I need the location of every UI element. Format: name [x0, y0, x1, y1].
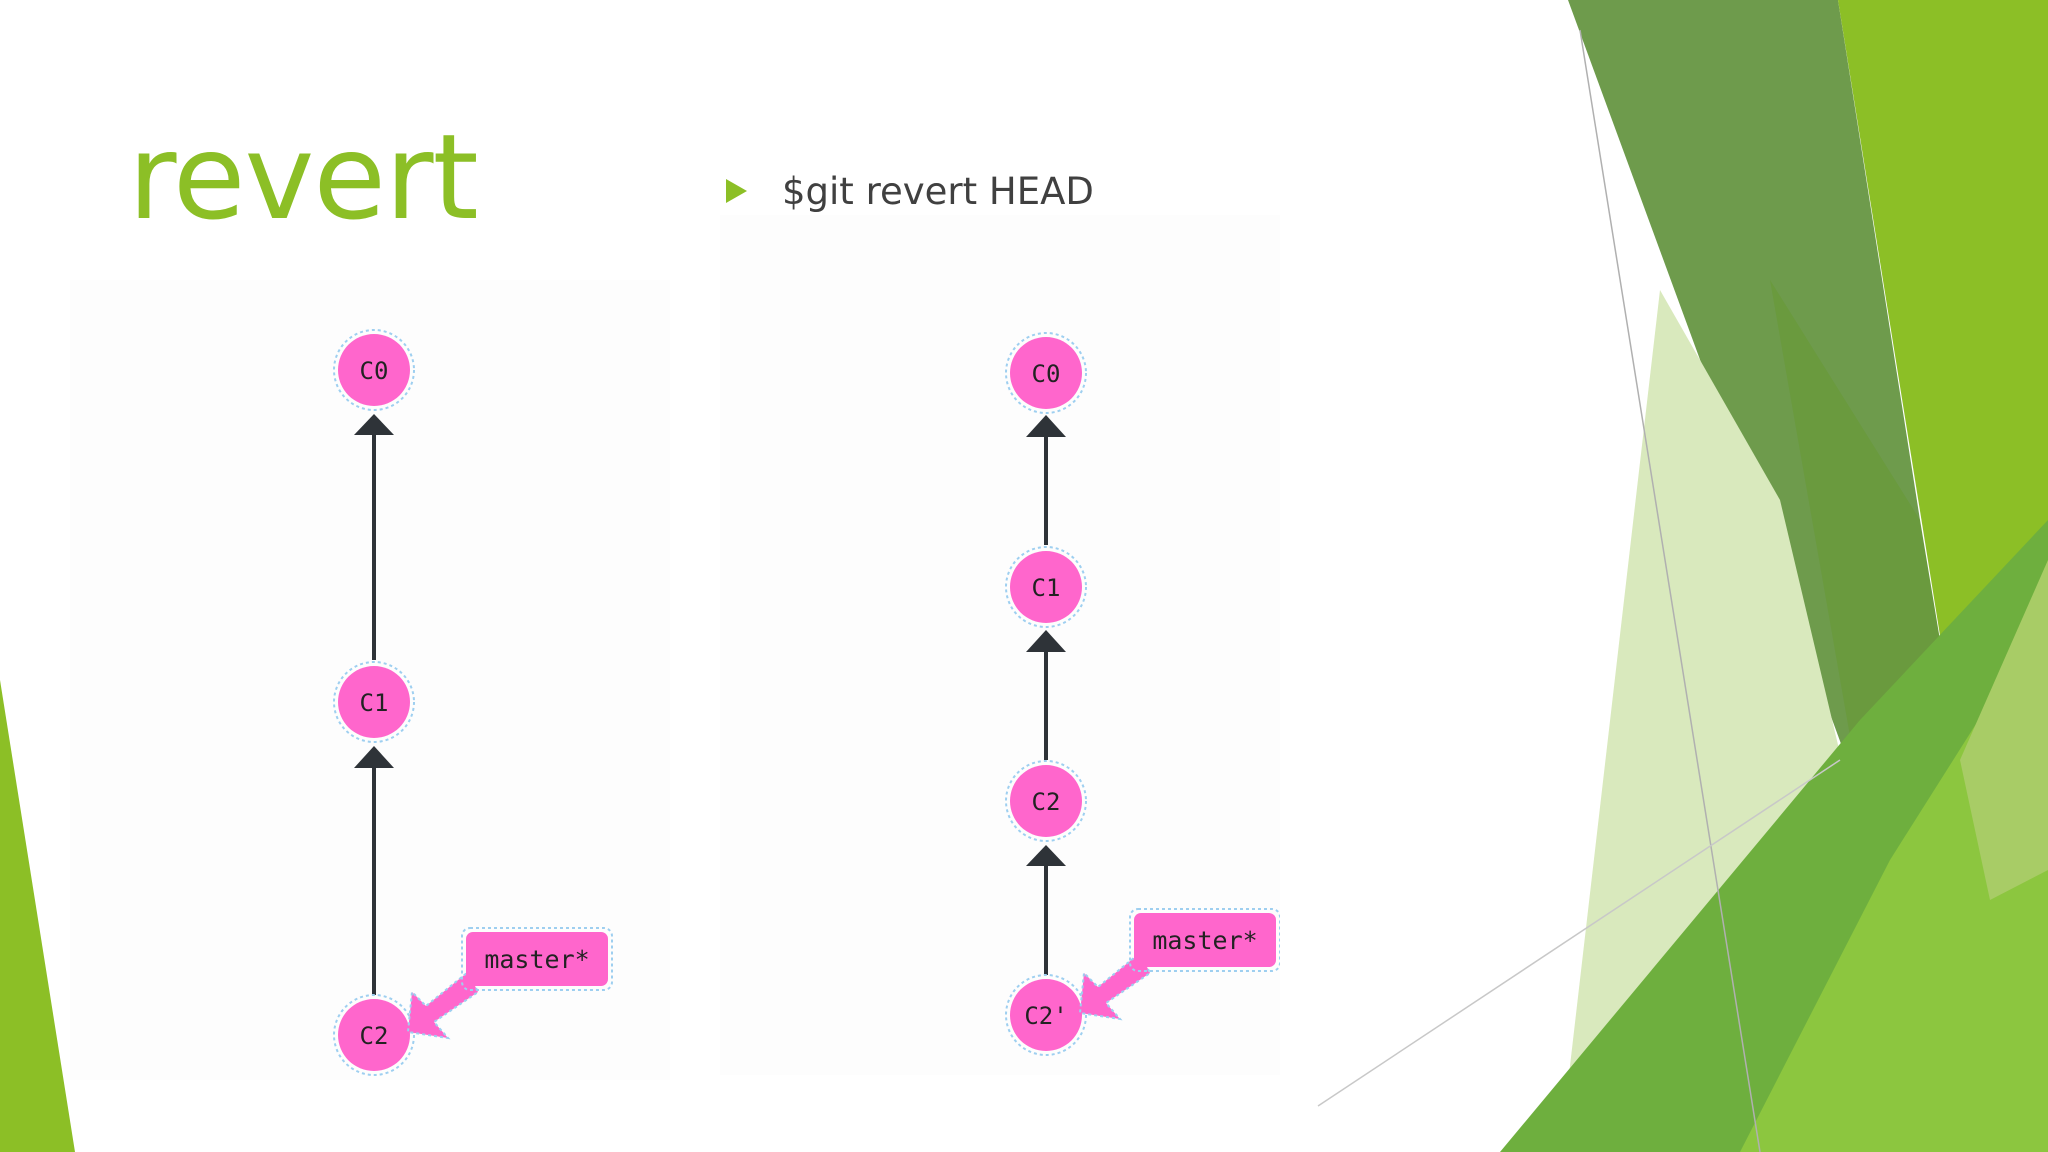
edge-c2prime-c2: [1026, 845, 1066, 975]
commit-node[interactable]: C0: [333, 329, 415, 411]
branch-ref-master[interactable]: master*: [1129, 908, 1280, 972]
slide-title: revert: [128, 108, 479, 246]
branch-ref-label: master*: [1152, 926, 1257, 955]
branch-ref-master[interactable]: master*: [461, 927, 613, 991]
commit-node[interactable]: C2': [1005, 974, 1087, 1056]
thin-line-2: [1317, 759, 1841, 1107]
bullet-text: $git revert HEAD: [782, 169, 1094, 213]
commit-graph-after: C0 C1 C2 C2' master*: [720, 215, 1280, 1075]
left-green-band: [0, 680, 75, 1152]
commit-label: C0: [360, 357, 389, 385]
commit-node[interactable]: C2: [1005, 760, 1087, 842]
bullet-arrow-icon: [726, 179, 747, 203]
commit-graph-before: C0 C1 C2 master*: [70, 280, 670, 1080]
edge-c2-c1: [1026, 630, 1066, 760]
commit-label: C2: [360, 1022, 389, 1050]
branch-pointer-arrow-icon: [406, 970, 480, 1040]
branch-ref-label: master*: [484, 945, 589, 974]
thin-line-1: [1579, 29, 1761, 1152]
edge-c2-c1: [354, 746, 394, 995]
edge-c1-c0: [354, 414, 394, 660]
commit-label: C2': [1024, 1002, 1067, 1030]
commit-node[interactable]: C0: [1005, 332, 1087, 414]
commit-label: C1: [1032, 574, 1061, 602]
commit-node[interactable]: C1: [333, 661, 415, 743]
edge-c1-c0: [1026, 415, 1066, 545]
right-dark-band: [1568, 0, 1920, 850]
commit-node[interactable]: C1: [1005, 546, 1087, 628]
right-edge-strip: [1960, 560, 2048, 900]
commit-label: C0: [1032, 360, 1061, 388]
bullet-item: $git revert HEAD: [726, 168, 1094, 214]
right-light-band: [1838, 0, 2048, 760]
commit-label: C2: [1032, 788, 1061, 816]
commit-label: C1: [360, 689, 389, 717]
commit-node[interactable]: C2: [333, 994, 415, 1076]
